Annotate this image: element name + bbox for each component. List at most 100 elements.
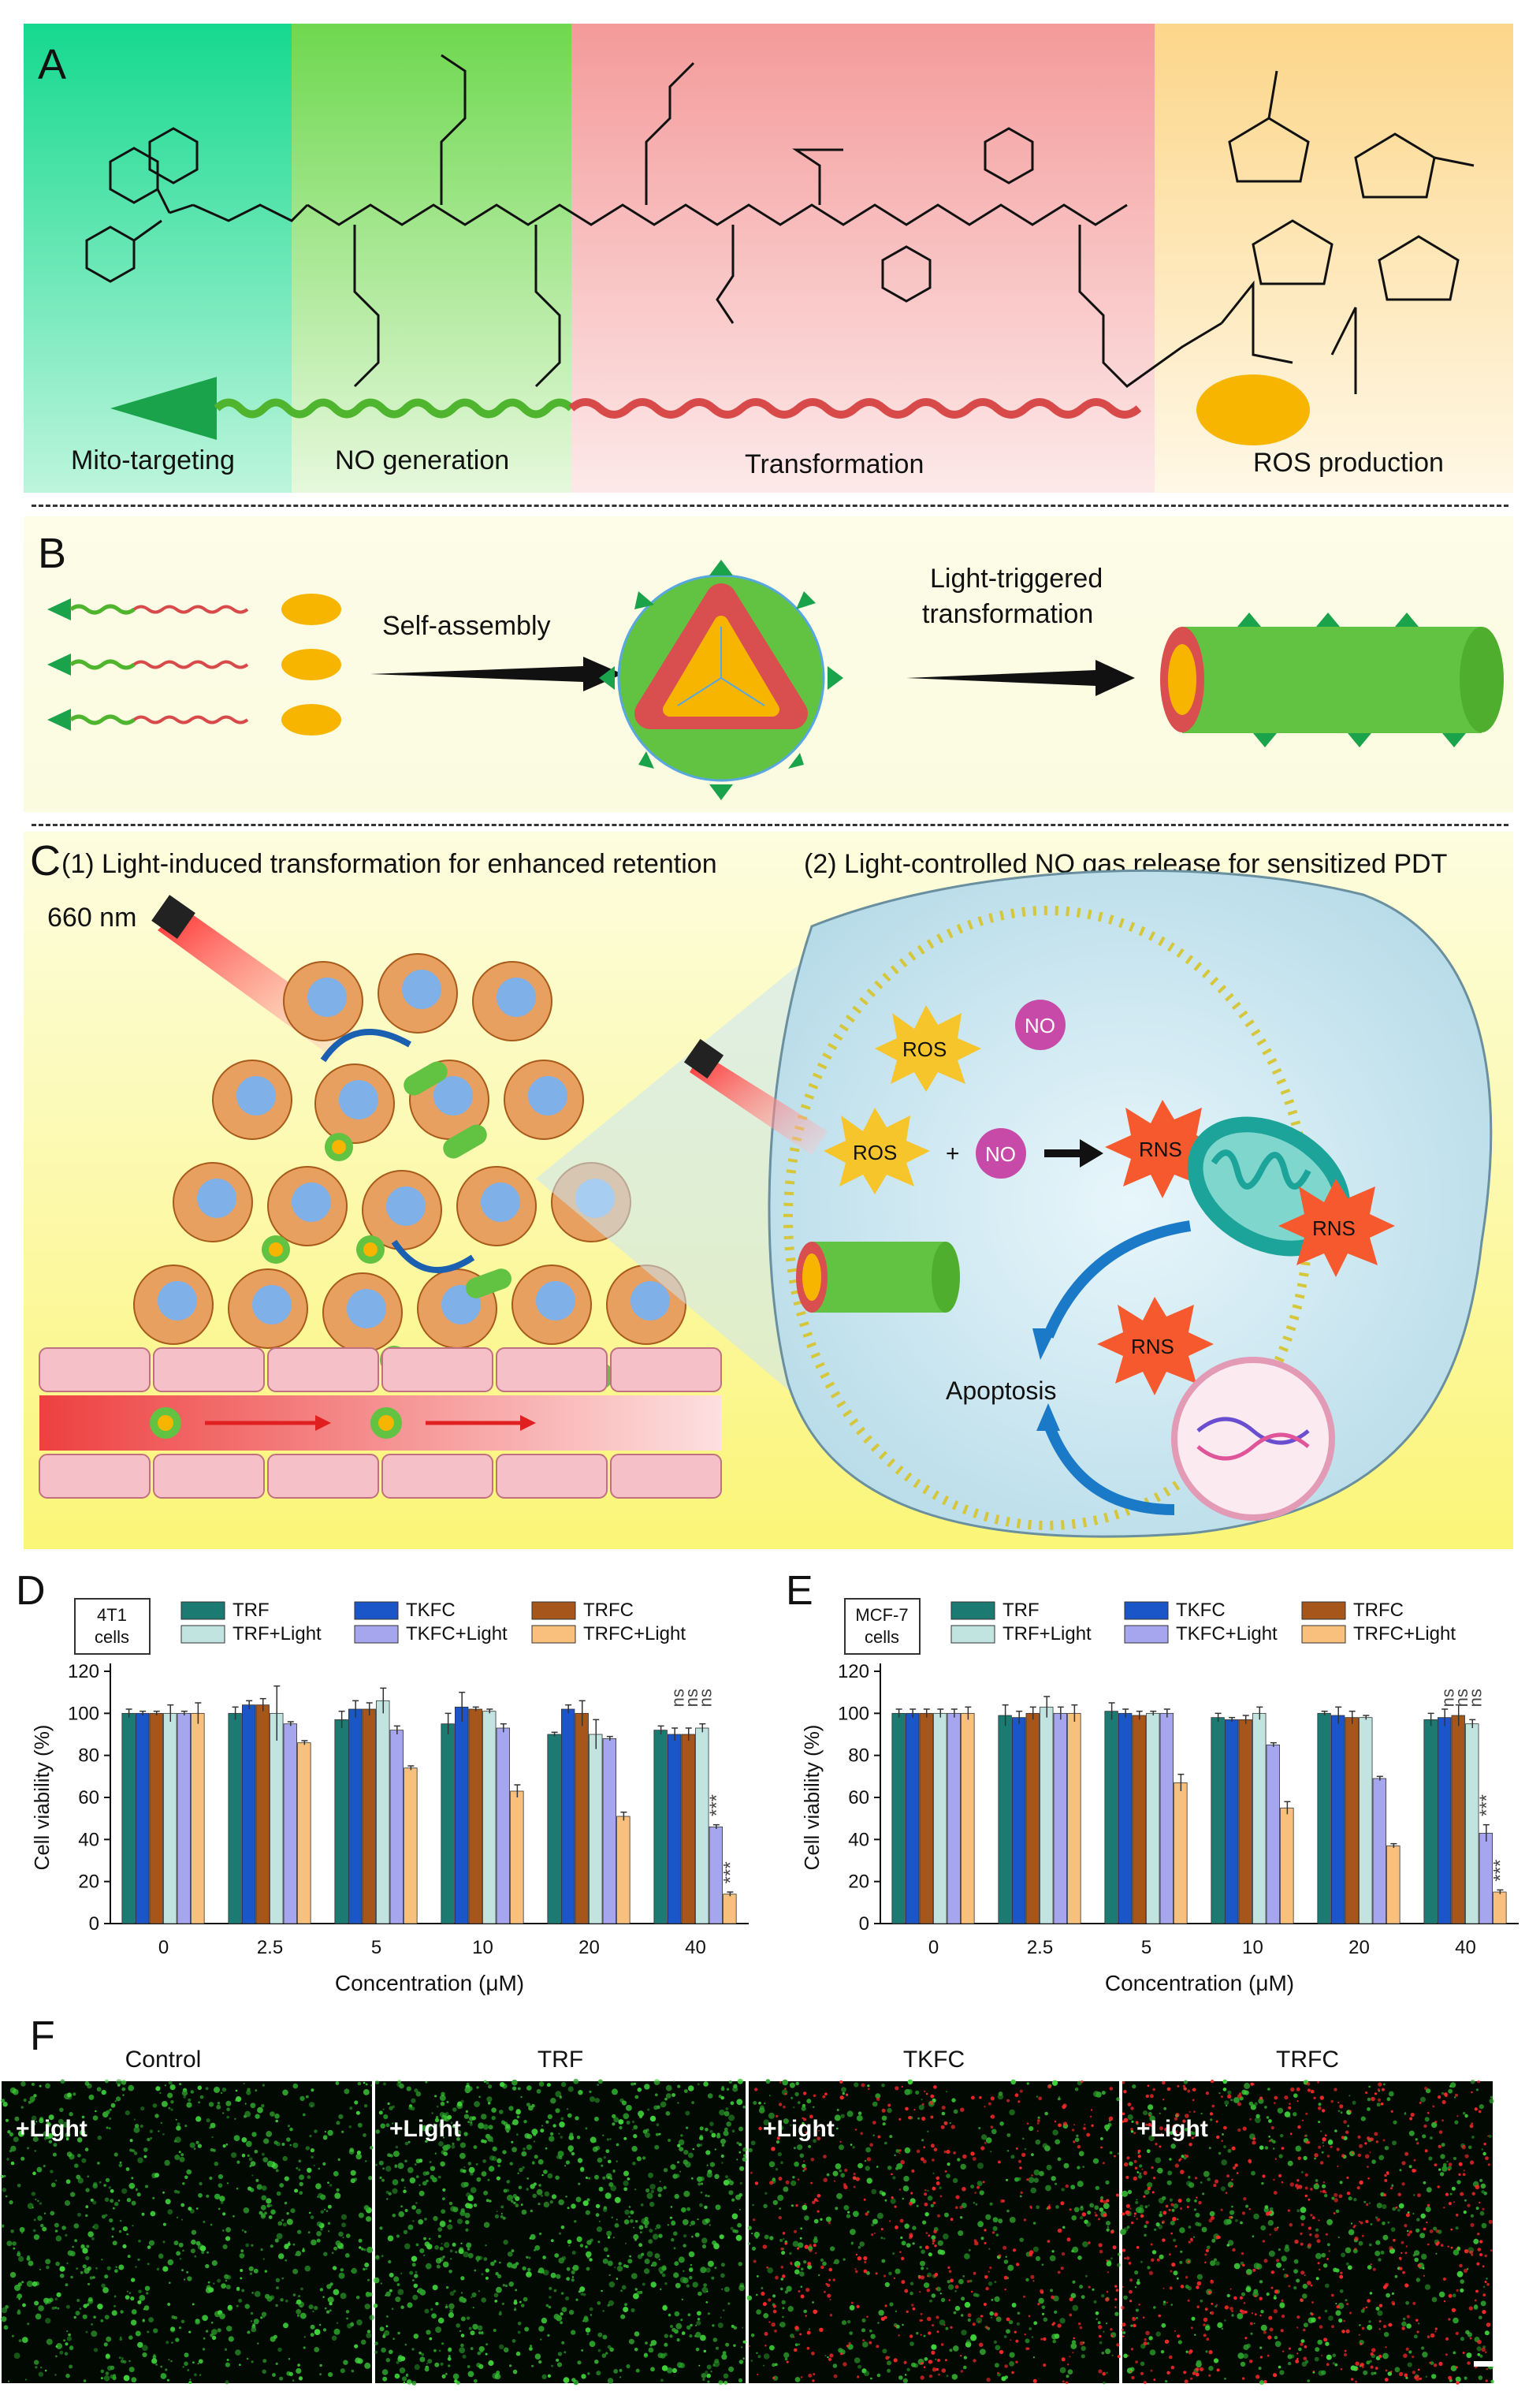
bar bbox=[1146, 1712, 1160, 1924]
legend-label: TRFC bbox=[583, 1600, 634, 1621]
bar bbox=[510, 1790, 524, 1924]
image-title: Control bbox=[125, 2047, 202, 2073]
y-tick-label: 40 bbox=[78, 1829, 99, 1850]
bar bbox=[905, 1712, 920, 1924]
ns-annotation: ns bbox=[668, 1689, 687, 1707]
cell-line-box bbox=[74, 1598, 151, 1655]
significance-annotation: *** bbox=[1476, 1794, 1497, 1816]
x-tick-label: 10 bbox=[472, 1937, 493, 1958]
bar bbox=[933, 1712, 947, 1924]
legend-swatch bbox=[1124, 1601, 1169, 1620]
bar bbox=[1280, 1807, 1294, 1924]
bar bbox=[616, 1816, 631, 1924]
panel-c-figure: C (1) Light-induced transformation for e… bbox=[30, 837, 1493, 1538]
x-tick-label: 0 bbox=[928, 1937, 939, 1958]
no-label-2: NO bbox=[985, 1142, 1016, 1166]
plus-sign: + bbox=[946, 1141, 960, 1167]
bar bbox=[376, 1700, 390, 1924]
panel-letter: E bbox=[786, 1568, 813, 1614]
legend-swatch bbox=[1301, 1625, 1346, 1644]
bar bbox=[589, 1734, 603, 1924]
chemical-structure bbox=[85, 54, 1475, 394]
bar bbox=[1317, 1712, 1331, 1924]
bar bbox=[404, 1767, 418, 1924]
bar bbox=[270, 1712, 284, 1924]
ns-annotation: ns bbox=[1466, 1689, 1486, 1707]
arrow-to-rns bbox=[1044, 1139, 1103, 1168]
label-mito-targeting: Mito-targeting bbox=[71, 445, 235, 475]
bar bbox=[575, 1712, 589, 1924]
divider-bc bbox=[32, 824, 1508, 826]
nanofiber-in-cell bbox=[796, 1242, 960, 1313]
bar bbox=[561, 1708, 575, 1924]
bar bbox=[228, 1712, 242, 1924]
bar bbox=[1493, 1891, 1507, 1924]
monomer-3 bbox=[47, 704, 341, 736]
y-axis-label: Cell viability (%) bbox=[30, 1725, 54, 1871]
ros-label-2: ROS bbox=[853, 1141, 897, 1164]
bar bbox=[961, 1712, 975, 1924]
rns-label-3: RNS bbox=[1131, 1335, 1174, 1358]
panel-f-figure: FControl+LightTRF+LightTKFC+LightTRFC+Li… bbox=[1, 2013, 1505, 2386]
bar bbox=[695, 1727, 709, 1924]
panel-a-figure: A Mito-targeting NO generation Transform… bbox=[24, 24, 1513, 493]
apoptosis-arrow-1 bbox=[1043, 1220, 1192, 1339]
y-tick-label: 80 bbox=[78, 1745, 99, 1767]
significance-annotation: *** bbox=[1490, 1860, 1511, 1882]
ros-label-1: ROS bbox=[902, 1037, 947, 1061]
x-axis-label: Concentration (μM) bbox=[1105, 1971, 1294, 1995]
legend-swatch bbox=[1124, 1625, 1169, 1644]
label-transformation: Transformation bbox=[745, 449, 924, 479]
bar bbox=[1053, 1712, 1067, 1924]
x-tick-label: 40 bbox=[685, 1937, 706, 1958]
image-title: TRF bbox=[538, 2047, 583, 2073]
y-tick-label: 100 bbox=[838, 1703, 869, 1724]
y-tick-label: 60 bbox=[848, 1787, 869, 1808]
bar bbox=[121, 1712, 136, 1924]
panel-f-letter: F bbox=[30, 2013, 55, 2059]
porphyrin-ellipse bbox=[1196, 374, 1310, 445]
nanoparticle bbox=[599, 560, 843, 800]
bar bbox=[547, 1734, 561, 1924]
bar bbox=[1159, 1712, 1174, 1924]
panel-b: B Self-assembly bbox=[24, 516, 1513, 812]
bar bbox=[297, 1742, 311, 1924]
fluorescence-image bbox=[1120, 2079, 1494, 2386]
y-tick-label: 120 bbox=[68, 1661, 99, 1682]
bar bbox=[482, 1711, 497, 1924]
y-tick-label: 20 bbox=[78, 1872, 99, 1893]
legend-label: TRF+Light bbox=[1002, 1623, 1092, 1644]
wavelength-label: 660 nm bbox=[47, 903, 136, 933]
bar bbox=[947, 1712, 962, 1924]
self-assembly-label: Self-assembly bbox=[382, 611, 551, 641]
cell-line-label: MCF-7 bbox=[855, 1605, 908, 1625]
y-tick-label: 0 bbox=[859, 1913, 869, 1935]
legend-swatch bbox=[950, 1625, 995, 1644]
rns-label-2: RNS bbox=[1312, 1216, 1356, 1240]
bar bbox=[602, 1738, 616, 1924]
ns-annotation: ns bbox=[1438, 1689, 1457, 1707]
bar bbox=[135, 1712, 150, 1924]
legend-label: TRF+Light bbox=[232, 1623, 322, 1644]
ros-burst-2: ROS bbox=[824, 1108, 930, 1194]
y-tick-label: 100 bbox=[68, 1703, 99, 1724]
bar bbox=[389, 1730, 404, 1924]
bar bbox=[283, 1723, 297, 1924]
bar bbox=[919, 1712, 933, 1924]
panel-b-letter: B bbox=[38, 530, 66, 577]
no-molecule-2: NO bbox=[976, 1128, 1026, 1179]
ns-annotation: ns bbox=[696, 1689, 716, 1707]
bar bbox=[362, 1708, 376, 1924]
ros-burst-1: ROS bbox=[875, 1005, 981, 1092]
bar bbox=[1465, 1723, 1479, 1924]
arrow-transformation bbox=[906, 660, 1135, 696]
bar bbox=[1386, 1845, 1401, 1924]
legend-swatch bbox=[180, 1625, 225, 1644]
cell-line-box bbox=[844, 1598, 921, 1655]
cell-line-label: cells bbox=[865, 1627, 899, 1647]
bar bbox=[1252, 1712, 1267, 1924]
bar bbox=[1238, 1719, 1252, 1924]
legend-label: TRFC bbox=[1353, 1600, 1404, 1621]
